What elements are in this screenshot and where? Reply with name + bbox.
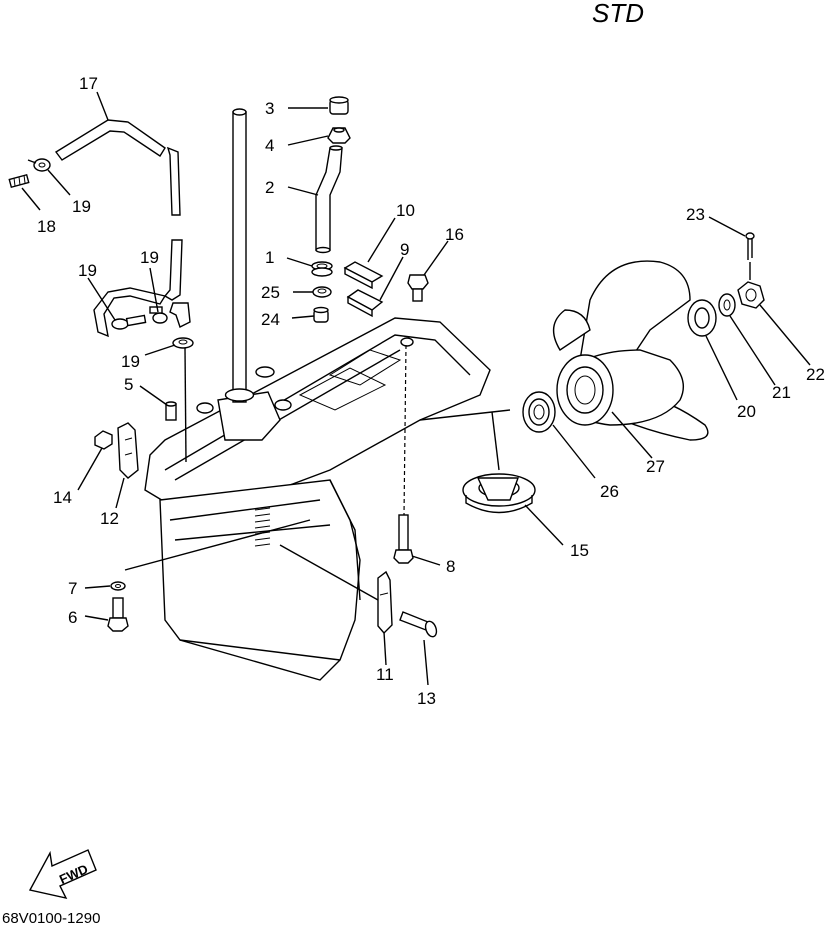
callout-24: 21 — [772, 383, 791, 402]
callout-25: 22 — [806, 365, 825, 384]
callout-3: 3 — [265, 99, 274, 118]
part-19-clip — [149, 306, 168, 324]
callout-22: 26 — [600, 482, 619, 501]
part-24-washer — [718, 293, 736, 317]
callout-2: 2 — [265, 178, 274, 197]
part-11-anode — [377, 570, 393, 635]
callout-7: 7 — [68, 579, 77, 598]
part-20-grommet — [313, 306, 329, 323]
callout-19: 19 — [72, 197, 91, 216]
callout-15: 15 — [570, 541, 589, 560]
part-27-propeller — [552, 260, 709, 441]
variant-label: STD — [592, 0, 644, 28]
part-19-clip — [111, 314, 147, 330]
callout-6: 6 — [68, 608, 77, 627]
part-8-bolt — [393, 514, 414, 564]
part-13-screw — [399, 611, 438, 638]
callout-27: 27 — [646, 457, 665, 476]
callout-14: 14 — [53, 488, 72, 507]
callout-5: 5 — [124, 375, 133, 394]
part-15-ring — [462, 473, 536, 514]
callout-23: 20 — [737, 402, 756, 421]
part-12-anode — [117, 422, 139, 479]
part-6-bolt — [107, 597, 129, 632]
part-14-nut — [94, 430, 113, 450]
callout-11: 11 — [376, 665, 394, 684]
callout-19: 19 — [140, 248, 159, 267]
callout-12: 12 — [100, 509, 119, 528]
leader-lines — [21, 91, 811, 686]
part-25-nut — [737, 281, 765, 309]
part-4-seal — [327, 127, 351, 144]
callout-4: 4 — [265, 136, 274, 155]
part-21-seal — [312, 286, 332, 298]
part-19-clip — [27, 158, 51, 172]
part-7-washer — [110, 581, 126, 591]
part-18-screw — [8, 173, 30, 189]
callout-26: 23 — [686, 205, 705, 224]
callout-labels: 3 4 2 1 25 24 10 9 16 17 19 18 19 19 19 … — [37, 74, 825, 708]
callout-8: 8 — [446, 557, 455, 576]
callout-10: 10 — [396, 201, 415, 220]
part-16-bolt — [407, 274, 429, 302]
part-1-seal — [311, 261, 333, 277]
lower-casing — [144, 317, 491, 681]
part-9-rubber-seal — [346, 289, 384, 318]
part-26-cotter-pin — [745, 232, 755, 260]
callout-13: 13 — [417, 689, 436, 708]
fwd-arrow-icon: FWD — [28, 849, 97, 900]
part-10-rubber-seal — [343, 261, 384, 290]
diagram-code: 68V0100-1290 — [2, 910, 100, 926]
part-19-clip — [172, 337, 194, 463]
drive-shaft — [224, 108, 255, 403]
callout-16: 16 — [445, 225, 464, 244]
part-23-spacer — [687, 299, 717, 337]
part-5-pin — [165, 401, 177, 421]
callout-20: 24 — [261, 310, 280, 329]
callout-18: 18 — [37, 217, 56, 236]
part-22-thrust-washer — [522, 391, 556, 433]
part-2-water-tube — [315, 145, 343, 254]
part-17-hose — [54, 119, 191, 338]
callout-21: 25 — [261, 283, 280, 302]
part-3-grommet — [329, 96, 349, 115]
callout-19: 19 — [121, 352, 140, 371]
callout-19: 19 — [78, 261, 97, 280]
callout-9: 9 — [400, 240, 409, 259]
callout-1: 1 — [265, 248, 274, 267]
callout-17: 17 — [79, 74, 98, 93]
